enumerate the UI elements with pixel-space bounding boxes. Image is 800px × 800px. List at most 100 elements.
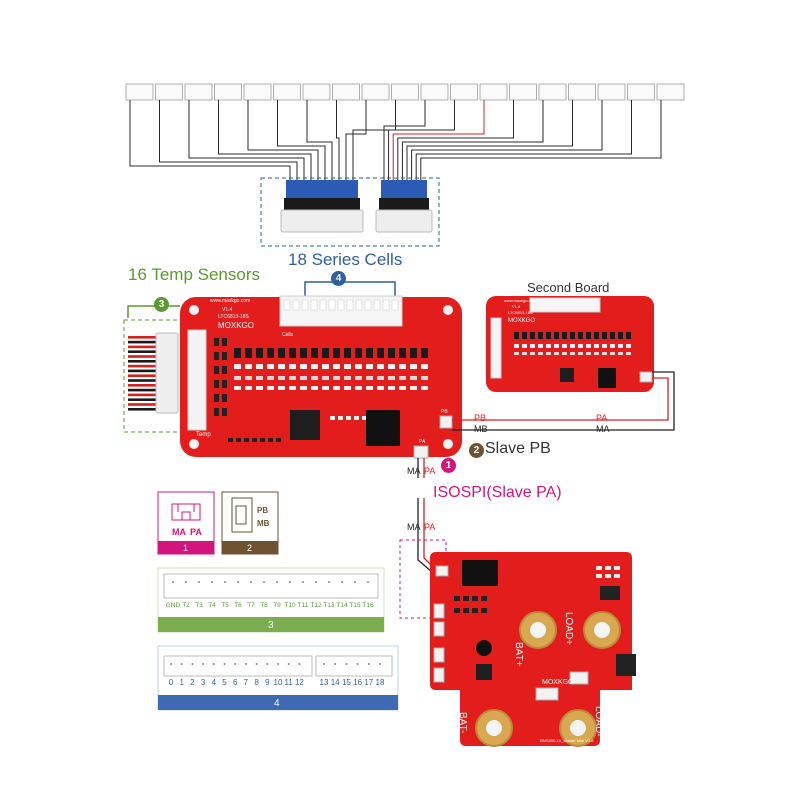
- balance-mosfet: [602, 332, 607, 339]
- connector3-pin-label: T2: [182, 602, 190, 609]
- main-board-url: www.maxkgo.com: [210, 298, 250, 304]
- balance-mosfet: [256, 348, 263, 358]
- resistor: [354, 416, 359, 420]
- resistor: [578, 344, 583, 348]
- battery-cell: [656, 83, 685, 101]
- resistor: [554, 352, 559, 355]
- master-load-plus-label: LOAD+: [563, 612, 574, 645]
- connector4-pin-label: 6: [233, 678, 238, 687]
- capacitor: [472, 608, 478, 613]
- pin-dot: [334, 663, 337, 665]
- connector4-pin-label: 10: [274, 678, 283, 687]
- temp-wire: [128, 403, 156, 406]
- resistor: [366, 364, 373, 369]
- resistor: [586, 344, 591, 348]
- connector4-pin-label: 13: [320, 678, 329, 687]
- resistor: [399, 386, 406, 390]
- legend-card-2: PB MB 2: [221, 491, 279, 555]
- connector-pin: [337, 299, 345, 311]
- balance-mosfet: [322, 348, 329, 358]
- pin-dot: [276, 581, 278, 583]
- resistor: [410, 364, 417, 369]
- capacitor: [222, 380, 227, 388]
- main-board-model: LTC6813-18S: [218, 314, 249, 320]
- capacitor: [222, 338, 227, 346]
- isospi-label: ISOSPI(Slave PA): [433, 484, 562, 501]
- connector4-number: 4: [274, 698, 280, 709]
- connector4-pin-label: 9: [265, 678, 270, 687]
- resistor: [267, 364, 274, 369]
- resistor: [578, 352, 583, 355]
- resistor: [322, 386, 329, 390]
- sense-wire: [306, 100, 333, 180]
- connector3-pin-label: T13: [323, 602, 335, 609]
- temp-wire: [128, 388, 156, 392]
- resistor: [256, 364, 263, 369]
- resistor: [311, 364, 318, 369]
- connector4-pin-label: 7: [244, 678, 249, 687]
- sense-wire: [277, 100, 326, 180]
- capacitor: [252, 438, 257, 442]
- resistor: [300, 376, 307, 380]
- main-transformer: [366, 410, 400, 446]
- balance-mosfet: [546, 332, 551, 339]
- resistor: [289, 364, 296, 369]
- pin-dot: [170, 663, 172, 665]
- master-bat-plus-label: BAT+: [513, 642, 524, 667]
- resistor: [410, 386, 417, 390]
- resistor: [538, 344, 543, 348]
- sense-wire: [336, 100, 340, 180]
- resistor: [344, 376, 351, 380]
- pin-dot: [367, 581, 369, 583]
- resistor: [602, 344, 607, 348]
- resistor: [355, 364, 362, 369]
- balance-mosfet: [278, 348, 285, 358]
- temp-connector: [155, 332, 179, 414]
- second-board-version: V1.4: [512, 304, 521, 309]
- connector4-pin-label: 16: [353, 678, 362, 687]
- connector4-pin-label: 15: [342, 678, 351, 687]
- temp-sensors-label: 16 Temp Sensors: [128, 265, 260, 284]
- capacitor: [214, 338, 219, 346]
- badge-1: 1: [441, 458, 456, 473]
- series-cells-label: 18 Series Cells: [288, 250, 403, 269]
- connector4-pin-label: 17: [364, 678, 373, 687]
- balance-mosfet: [399, 348, 406, 358]
- resistor: [626, 344, 631, 348]
- connector3-pin-label: T15: [349, 602, 361, 609]
- resistor: [546, 352, 551, 355]
- connector-pin: [364, 299, 372, 311]
- signal-pa-lower: PA: [424, 522, 436, 532]
- temp-wire: [128, 393, 156, 397]
- connector4-pin-label: 1: [179, 678, 184, 687]
- connector-pin: [382, 299, 390, 311]
- pin-dot: [266, 663, 269, 665]
- badge-2: 2: [469, 443, 484, 458]
- battery-cell: [273, 83, 301, 101]
- balance-mosfet: [570, 332, 575, 339]
- pin-dot: [287, 663, 290, 665]
- resistor: [366, 386, 373, 390]
- capacitor: [454, 608, 460, 613]
- pin-dot: [212, 663, 215, 665]
- pin-dot: [224, 581, 226, 583]
- pin-dot: [172, 581, 174, 583]
- main-board-pa-label: PA: [419, 439, 426, 445]
- connector3-pin-label: T3: [195, 602, 203, 609]
- connector4-pin-label: 3: [201, 678, 206, 687]
- battery-cell: [509, 83, 537, 101]
- capacitor: [228, 438, 233, 442]
- pin-dot: [354, 581, 356, 583]
- resistor: [388, 364, 395, 369]
- balance-mosfet: [514, 332, 519, 339]
- capacitor: [454, 596, 460, 601]
- resistor: [618, 352, 623, 355]
- pin-dot: [356, 663, 359, 665]
- main-board-pb-label: PB: [441, 409, 448, 415]
- resistor: [289, 376, 296, 380]
- battery-cell-row: [125, 83, 685, 101]
- capacitor: [222, 352, 227, 360]
- main-pa-port: [413, 445, 429, 459]
- connector4-pin-label: 11: [285, 678, 294, 687]
- pin-dot: [255, 663, 258, 665]
